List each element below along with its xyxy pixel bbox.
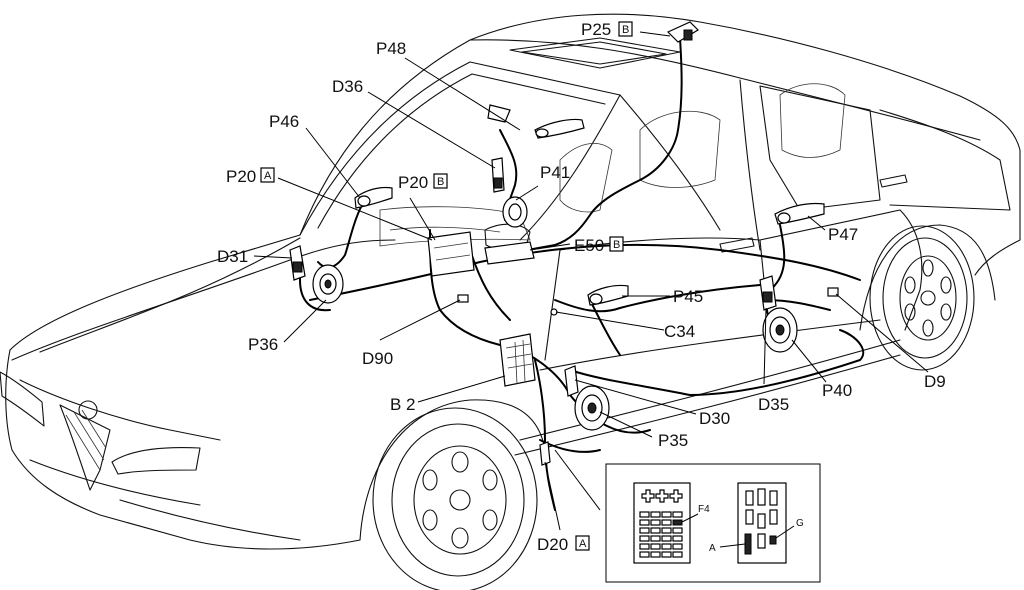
label-d30: D30 [699, 409, 730, 428]
p35-speaker [574, 385, 610, 431]
inset-label-a: A [709, 543, 716, 554]
label-p20a-box-text: A [264, 170, 272, 182]
label-d20-box [575, 535, 590, 551]
d90-connector [457, 294, 469, 303]
front-wheel [372, 407, 538, 590]
labels: P25 B P48 D36 P46 P20 A P20 B P41 D31 E5… [217, 20, 946, 554]
label-d20-box-text: A [579, 538, 587, 550]
label-p48: P48 [376, 39, 406, 58]
e50b-unit [484, 241, 535, 265]
label-p25-box [618, 21, 633, 37]
label-e50-box-text: B [613, 239, 620, 251]
p25-component [666, 21, 699, 43]
fusebox-inset: F4 A G [605, 463, 821, 583]
label-p47: P47 [828, 225, 858, 244]
p46-speaker [354, 186, 393, 209]
d20a-connector [539, 441, 551, 466]
b2-fusebox [499, 333, 536, 387]
car-outline [0, 13, 1021, 590]
d35-connector [759, 275, 777, 311]
rear-wheel [869, 225, 975, 371]
leader-lines [253, 31, 929, 531]
label-p25: P25 [581, 20, 611, 39]
label-p41: P41 [540, 163, 570, 182]
label-d35: D35 [758, 395, 789, 414]
fuse-grid [639, 511, 683, 558]
label-e50: E50 [574, 236, 604, 255]
label-p20a: P20 [226, 167, 256, 186]
label-p20b-box-text: B [437, 176, 444, 188]
label-d90: D90 [362, 349, 393, 368]
p45-speaker [587, 284, 629, 306]
d31-connector [289, 245, 306, 281]
wiring-harness [299, 37, 865, 511]
label-p20b: P20 [398, 173, 428, 192]
p41-speaker [502, 196, 528, 228]
d36-connector [491, 157, 505, 193]
label-p20b-box [433, 173, 448, 189]
label-d36: D36 [332, 77, 363, 96]
label-d20: D20 [537, 535, 568, 554]
p36-speaker [312, 264, 344, 304]
inset-label-g: G [796, 518, 804, 529]
p40-speaker [762, 307, 798, 353]
d9-connector [827, 287, 839, 297]
label-p25-box-text: B [622, 24, 629, 36]
label-d31: D31 [217, 247, 248, 266]
label-p45: P45 [673, 287, 703, 306]
d30-connector [564, 365, 579, 397]
label-p35: P35 [658, 431, 688, 450]
label-p20a-box [260, 167, 275, 183]
label-p36: P36 [248, 335, 278, 354]
p20b-unit [427, 231, 475, 277]
label-c34: C34 [664, 322, 695, 341]
label-b2: B 2 [390, 395, 416, 414]
label-d9: D9 [924, 372, 946, 391]
label-e50-box [609, 236, 624, 252]
components [289, 21, 839, 466]
label-p40: P40 [822, 381, 852, 400]
label-p46: P46 [269, 112, 299, 131]
inset-label-f4: F4 [698, 504, 710, 515]
p48-component [534, 118, 585, 139]
p47-speaker [774, 202, 825, 225]
